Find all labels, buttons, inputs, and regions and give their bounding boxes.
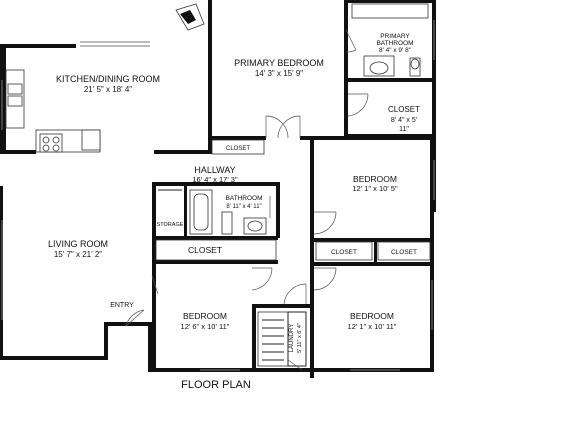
- primary-closet-dims-2: 11": [399, 126, 409, 133]
- primary-bath-label-1: PRIMARY: [380, 33, 410, 40]
- bedroom-3-dims: 12' 6" x 10' 11": [181, 322, 230, 331]
- primary-closet-dims-1: 8' 4" x 5': [391, 117, 417, 124]
- living-room-label: LIVING ROOM: [48, 239, 108, 249]
- primary-bath-dims: 8' 4" x 9' 8": [379, 47, 412, 54]
- laundry-label: LAUNDRY: [289, 324, 295, 353]
- room-labels: KITCHEN/DINING ROOM 21' 5" x 18' 4" PRIM…: [48, 33, 420, 391]
- primary-bedroom-dims: 14' 3" x 15' 9": [255, 69, 303, 78]
- kitchen-fixtures: [5, 3, 205, 153]
- small-closet-label: CLOSET: [226, 146, 250, 152]
- closet-bars: [155, 139, 431, 261]
- storage-label: STORAGE: [157, 222, 184, 228]
- bathroom-dims: 8' 11" x 4' 11": [226, 204, 261, 210]
- entry-label: ENTRY: [110, 302, 134, 309]
- bedroom-2-dims: 12' 1" x 10' 5": [352, 184, 398, 193]
- bedroom-2-closet-right-label: CLOSET: [391, 249, 417, 256]
- windows: [1, 20, 435, 371]
- primary-closet-label: CLOSET: [388, 105, 420, 114]
- kitchen-label: KITCHEN/DINING ROOM: [56, 74, 160, 84]
- primary-bath-fixtures: [351, 3, 429, 77]
- primary-bedroom-label: PRIMARY BEDROOM: [234, 58, 324, 68]
- primary-bath-label-2: BATHROOM: [376, 40, 413, 47]
- hallway-dims: 16' 4" x 17' 3": [192, 175, 238, 184]
- bedroom-3-label: BEDROOM: [183, 311, 227, 321]
- living-room-dims: 15' 7" x 21' 2": [54, 250, 102, 259]
- hallway-label: HALLWAY: [194, 165, 235, 175]
- doors: [125, 29, 369, 371]
- bedroom-2-closet-left-label: CLOSET: [331, 249, 357, 256]
- plan-title: FLOOR PLAN: [181, 379, 251, 391]
- bathroom-label: BATHROOM: [225, 195, 262, 202]
- laundry-dims: 5' 11" x 6' 4": [297, 323, 303, 353]
- bedroom-2-label: BEDROOM: [353, 174, 397, 184]
- bedroom-4-label: BEDROOM: [350, 311, 394, 321]
- hall-closet-label: CLOSET: [188, 245, 222, 255]
- hall-bath-fixtures: [158, 189, 267, 235]
- kitchen-dims: 21' 5" x 18' 4": [84, 85, 132, 94]
- laundry-fixtures: [257, 311, 307, 367]
- bedroom-4-dims: 12' 1" x 10' 11": [348, 322, 397, 331]
